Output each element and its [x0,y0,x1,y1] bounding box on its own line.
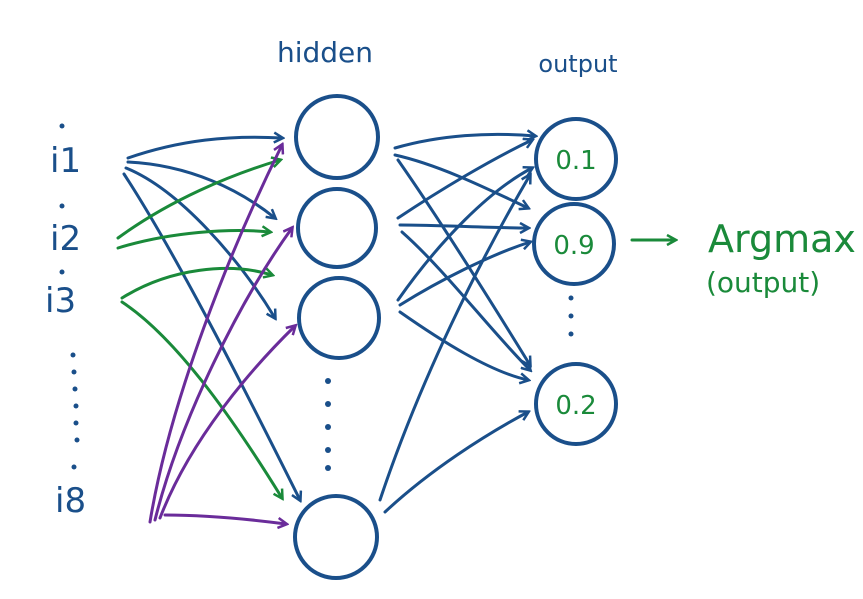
input-label-i2: i2 [50,219,81,259]
edge [116,160,280,240]
edge [126,160,275,218]
output-title: output [538,50,617,78]
argmax-sub: (output) [706,266,820,299]
output-node [534,117,618,201]
output-ellipsis [568,295,574,337]
output-layer: 0.1 0.9 0.2 [532,117,618,446]
hidden-ellipsis [325,378,331,471]
output-value: 0.9 [553,231,594,261]
edge [120,269,272,300]
hidden-node [294,94,380,180]
edge [378,175,530,502]
output-value: 0.2 [555,391,596,421]
edge [396,158,530,365]
edge [120,300,282,498]
edge [126,137,282,160]
input-ellipsis [59,123,80,470]
edge [396,168,532,302]
edge [396,140,532,220]
edges-hidden-output [378,134,535,514]
edge [398,310,528,380]
input-label-i8: i8 [55,481,86,521]
output-node [532,202,616,286]
input-label-i1: i1 [50,141,81,181]
edge [163,513,286,524]
hidden-node [293,494,379,580]
edge [116,231,270,250]
argmax-label: Argmax [708,217,856,261]
hidden-title: hidden [277,36,373,69]
argmax-block: Argmax (output) [630,217,856,299]
edges-input-hidden [116,137,300,524]
hidden-node [297,276,381,360]
hidden-node [296,187,378,269]
edge [400,230,530,370]
edge [122,172,300,500]
output-node [534,362,618,446]
edge [158,326,295,520]
input-label-i3: i3 [45,281,76,321]
edge [148,145,282,524]
edge [398,242,530,307]
hidden-layer [293,94,381,580]
output-value: 0.1 [555,146,596,176]
edge [124,166,275,318]
edge [383,412,528,514]
edge [398,225,528,228]
edge [393,134,535,150]
edge [153,228,292,522]
